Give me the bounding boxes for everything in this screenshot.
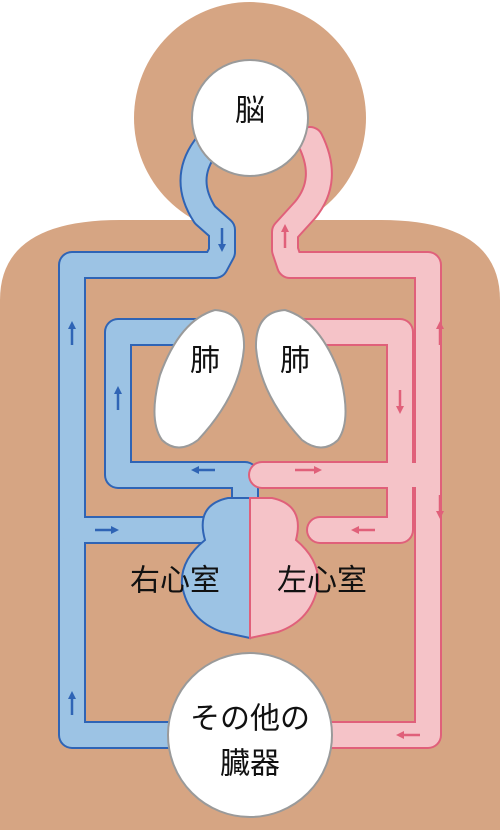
right-ventricle-chamber [180,497,251,640]
organs-label-line1: その他の [190,702,310,737]
right-ventricle-label: 右心室 [130,564,220,599]
brain-label: 脳 [235,94,265,129]
left-ventricle-label: 左心室 [277,564,367,599]
lung-left-label: 肺 [190,344,220,379]
lung-right: 肺 [254,308,347,449]
brain: 脳 [191,59,309,177]
venous-flow-arrows [68,228,226,715]
other-organs: その他の 臓器 [167,652,333,818]
heart [180,497,320,640]
arterial-flow-arrows [281,224,444,739]
arterial-vessels [248,126,442,749]
lung-right-label: 肺 [280,344,310,379]
organs-label-line2: 臓器 [220,747,280,782]
left-ventricle-chamber [249,497,320,640]
lung-left: 肺 [153,308,246,449]
